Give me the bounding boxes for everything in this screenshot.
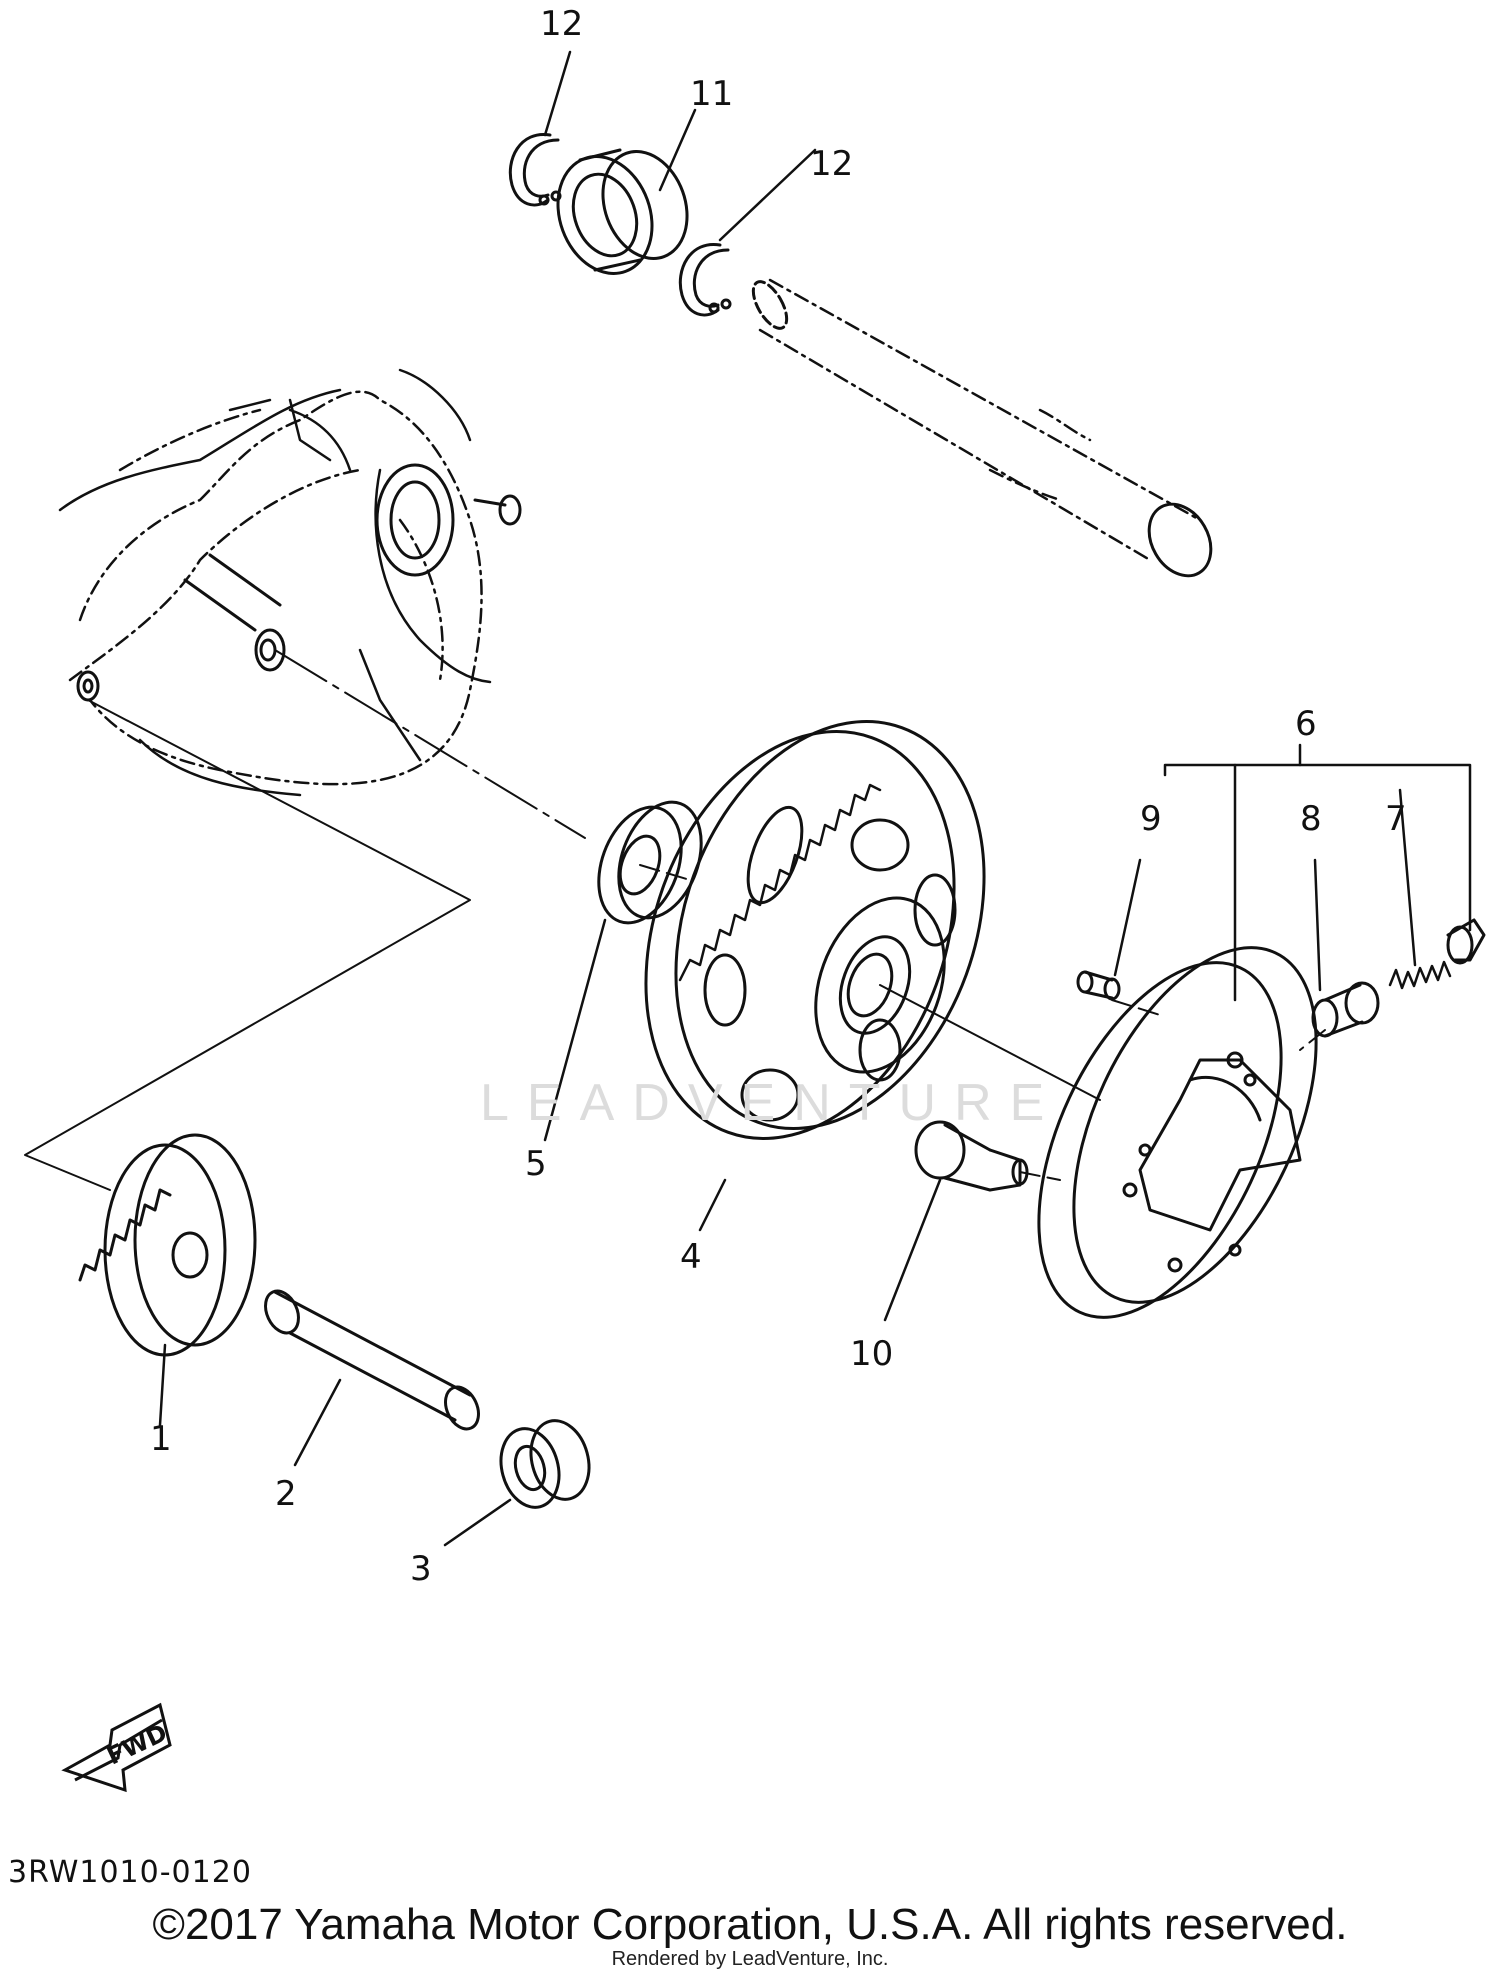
circlip-part-12-lower bbox=[678, 243, 732, 317]
callout-1: 1 bbox=[150, 1419, 172, 1459]
case-boss bbox=[375, 463, 522, 577]
case-dowel bbox=[76, 670, 100, 702]
callout-12-lower: 12 bbox=[810, 144, 853, 184]
spring-part-7 bbox=[1388, 960, 1452, 990]
collar-part-3 bbox=[499, 1419, 591, 1509]
callout-6: 6 bbox=[1295, 704, 1317, 744]
plunger-part-8 bbox=[1311, 981, 1380, 1038]
callout-9: 9 bbox=[1140, 799, 1162, 839]
shaft-left-end bbox=[751, 280, 789, 330]
shaft-end bbox=[1147, 502, 1213, 578]
watermark: LEADVENTURE bbox=[480, 1074, 1062, 1132]
gear-teeth bbox=[678, 783, 882, 982]
fwd-arrow-icon bbox=[61, 1702, 172, 1793]
callout-11: 11 bbox=[690, 74, 733, 114]
crankcase-detail bbox=[58, 368, 472, 797]
pin-part-9 bbox=[1076, 970, 1121, 1001]
circlip-part-12-upper bbox=[508, 133, 562, 207]
leader-lines bbox=[158, 50, 1472, 1547]
callout-12-upper: 12 bbox=[540, 4, 583, 44]
callout-8: 8 bbox=[1300, 799, 1322, 839]
callout-7: 7 bbox=[1385, 799, 1407, 839]
idler-gear-part-1 bbox=[78, 1133, 257, 1357]
callout-4: 4 bbox=[680, 1237, 702, 1277]
callout-10: 10 bbox=[850, 1334, 893, 1374]
clutch-assembly-part-6 bbox=[1037, 946, 1318, 1319]
shaft-part-2 bbox=[264, 1289, 480, 1431]
callout-2: 2 bbox=[275, 1474, 297, 1514]
starter-wheel-gear-part-4 bbox=[644, 720, 986, 1140]
cap-part-6 bbox=[1446, 918, 1486, 965]
callout-5: 5 bbox=[525, 1144, 547, 1184]
diagram-code: 3RW1010-0120 bbox=[8, 1855, 252, 1890]
washer-part-5 bbox=[597, 800, 703, 925]
rendered-by-credit: Rendered by LeadVenture, Inc. bbox=[611, 1948, 889, 1970]
crankcase-outline bbox=[68, 390, 483, 786]
kickstarter-shaft bbox=[758, 278, 1202, 562]
callout-3: 3 bbox=[410, 1549, 432, 1589]
bolt-part-10 bbox=[914, 1120, 1029, 1192]
case-stud bbox=[183, 553, 286, 672]
case-cable bbox=[374, 468, 492, 684]
collar-part-11 bbox=[556, 148, 689, 275]
assembly-lines bbox=[24, 649, 1326, 1191]
copyright-notice: ©2017 Yamaha Motor Corporation, U.S.A. A… bbox=[152, 1900, 1348, 1949]
